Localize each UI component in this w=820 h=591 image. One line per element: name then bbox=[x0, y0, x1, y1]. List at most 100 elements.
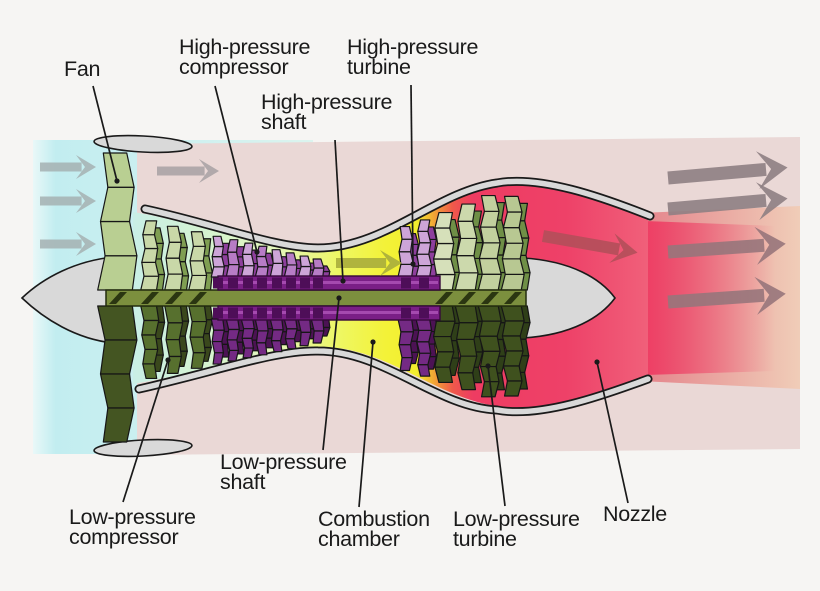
lp-compressor-blade-top bbox=[188, 231, 208, 291]
hp-compressor-blade-top bbox=[310, 258, 325, 278]
lp-turbine-blade-top bbox=[500, 195, 525, 291]
outlet-arrow-4 bbox=[667, 276, 786, 315]
leader-nozzle bbox=[594, 359, 629, 504]
lp-blade-root-mark bbox=[504, 292, 522, 304]
label-lp-compressor: Low-pressure compressor bbox=[69, 505, 196, 549]
lp-turbine-blade-top bbox=[477, 194, 502, 291]
core-flow-arrow bbox=[336, 250, 402, 276]
hp-blade-root-mark bbox=[286, 307, 296, 319]
lp-compressor-blade-bottom bbox=[188, 305, 208, 369]
label-hp-turbine: High-pressure turbine bbox=[347, 35, 479, 79]
hp-blade-root-mark bbox=[243, 277, 253, 289]
blade-root-marks bbox=[109, 277, 522, 319]
hp-blade-root-mark bbox=[213, 277, 223, 289]
shafts bbox=[105, 275, 527, 321]
lp-compressor-blade-bottom bbox=[164, 305, 184, 374]
hp-turbine-blade-top bbox=[397, 225, 415, 278]
lp-turbine-blade-bottom bbox=[477, 305, 502, 398]
hp-compressor-blade-bottom bbox=[210, 318, 225, 365]
outlet-arrow-3 bbox=[667, 226, 786, 265]
lp-turbine-blade-top bbox=[454, 203, 479, 291]
lp-turbine-blade-top bbox=[431, 211, 456, 291]
lp-turbine-blade-bottom bbox=[431, 305, 456, 384]
lp-blade-root-mark bbox=[435, 292, 453, 304]
hp-compressor-blade-top bbox=[283, 252, 298, 278]
label-nozzle: Nozzle bbox=[603, 502, 667, 526]
engine-casing bbox=[20, 134, 655, 458]
lp-turbine-blade-bottom bbox=[454, 305, 479, 391]
hp-blade-root-mark bbox=[213, 307, 223, 319]
hp-compressor-blade-top bbox=[269, 249, 284, 278]
lp-blade-root-mark bbox=[481, 292, 499, 304]
bypass-flow-arrow bbox=[157, 159, 219, 183]
lp-compressor-blade-bottom bbox=[140, 305, 160, 380]
hp-blade-root-mark bbox=[272, 307, 282, 319]
hp-compressor-blade-bottom bbox=[297, 318, 312, 347]
outlet-arrow-2 bbox=[667, 182, 788, 221]
intake-arrow-2 bbox=[40, 189, 96, 213]
intake-arrow-3 bbox=[40, 232, 96, 256]
lp-blade-root-mark bbox=[141, 292, 159, 304]
hp-blade-root-mark bbox=[286, 277, 296, 289]
leader-combustion bbox=[358, 339, 376, 508]
hp-blade-root-mark bbox=[243, 307, 253, 319]
hp-compressor-blade-top bbox=[254, 245, 269, 278]
label-hp-shaft: High-pressure shaft bbox=[261, 90, 393, 134]
hp-turbine-blade-bottom bbox=[415, 318, 433, 377]
hp-blade-root-mark bbox=[313, 307, 323, 319]
hp-blade-root-mark bbox=[401, 277, 411, 289]
lp-turbine-blade-bottom bbox=[500, 305, 525, 397]
label-lp-turbine: Low-pressure turbine bbox=[453, 507, 580, 551]
hp-blade-root-mark bbox=[300, 277, 310, 289]
hp-blade-root-mark bbox=[257, 307, 267, 319]
leader-hp-compressor bbox=[214, 85, 260, 255]
tail-cone bbox=[522, 257, 616, 339]
leader-lp-shaft bbox=[322, 295, 342, 451]
leader-lp-turbine bbox=[485, 363, 506, 507]
leader-hp-turbine bbox=[410, 84, 416, 267]
hp-blade-root-mark bbox=[228, 307, 238, 319]
hp-compressor-blade-bottom bbox=[254, 318, 269, 356]
hp-blade-root-mark bbox=[401, 307, 411, 319]
label-hp-compressor: High-pressure compressor bbox=[179, 35, 311, 79]
leader-lp-compressor bbox=[122, 357, 171, 503]
label-leader-lines bbox=[92, 84, 629, 508]
outlet-arrow-1 bbox=[667, 151, 788, 190]
leader-hp-shaft bbox=[334, 139, 346, 284]
lp-blade-root-mark bbox=[165, 292, 183, 304]
exhaust-core-arrow bbox=[541, 230, 638, 263]
hp-blade-root-mark bbox=[419, 277, 429, 289]
core-cowl-bottom bbox=[136, 348, 651, 415]
hp-compressor-blade-bottom bbox=[310, 318, 325, 344]
hp-blade-root-mark bbox=[257, 277, 267, 289]
flow-arrows bbox=[40, 151, 788, 315]
lp-blade-root-mark bbox=[109, 292, 127, 304]
hp-turbine-blade-top bbox=[415, 219, 433, 278]
lp-blade-root-mark bbox=[458, 292, 476, 304]
label-fan: Fan bbox=[64, 57, 101, 81]
intake-arrow-1 bbox=[40, 155, 96, 179]
high-pressure-shaft-top-stripe bbox=[220, 281, 438, 284]
blade-rows bbox=[97, 152, 531, 443]
high-pressure-shaft-bottom-stripe bbox=[220, 311, 438, 314]
hp-compressor-blade-top bbox=[240, 242, 255, 278]
hp-blade-root-mark bbox=[228, 277, 238, 289]
hp-compressor-blade-bottom bbox=[240, 318, 255, 359]
hp-blade-root-mark bbox=[313, 277, 323, 289]
leader-fan bbox=[92, 85, 120, 184]
hp-blade-root-mark bbox=[300, 307, 310, 319]
hp-compressor-blade-bottom bbox=[269, 318, 284, 353]
hp-blade-root-mark bbox=[419, 307, 429, 319]
lp-compressor-blade-top bbox=[140, 220, 160, 291]
hp-blade-root-mark bbox=[272, 277, 282, 289]
hp-compressor-blade-top bbox=[210, 235, 225, 278]
core-cowl-top bbox=[142, 178, 653, 251]
label-lp-shaft: Low-pressure shaft bbox=[220, 450, 347, 494]
hp-compressor-blade-bottom bbox=[283, 318, 298, 350]
nacelle-inlet-lip-top bbox=[93, 134, 193, 154]
label-combustion: Combustion chamber bbox=[318, 507, 430, 551]
hp-compressor-blade-top bbox=[297, 255, 312, 278]
fan-blade-bottom bbox=[97, 305, 138, 443]
